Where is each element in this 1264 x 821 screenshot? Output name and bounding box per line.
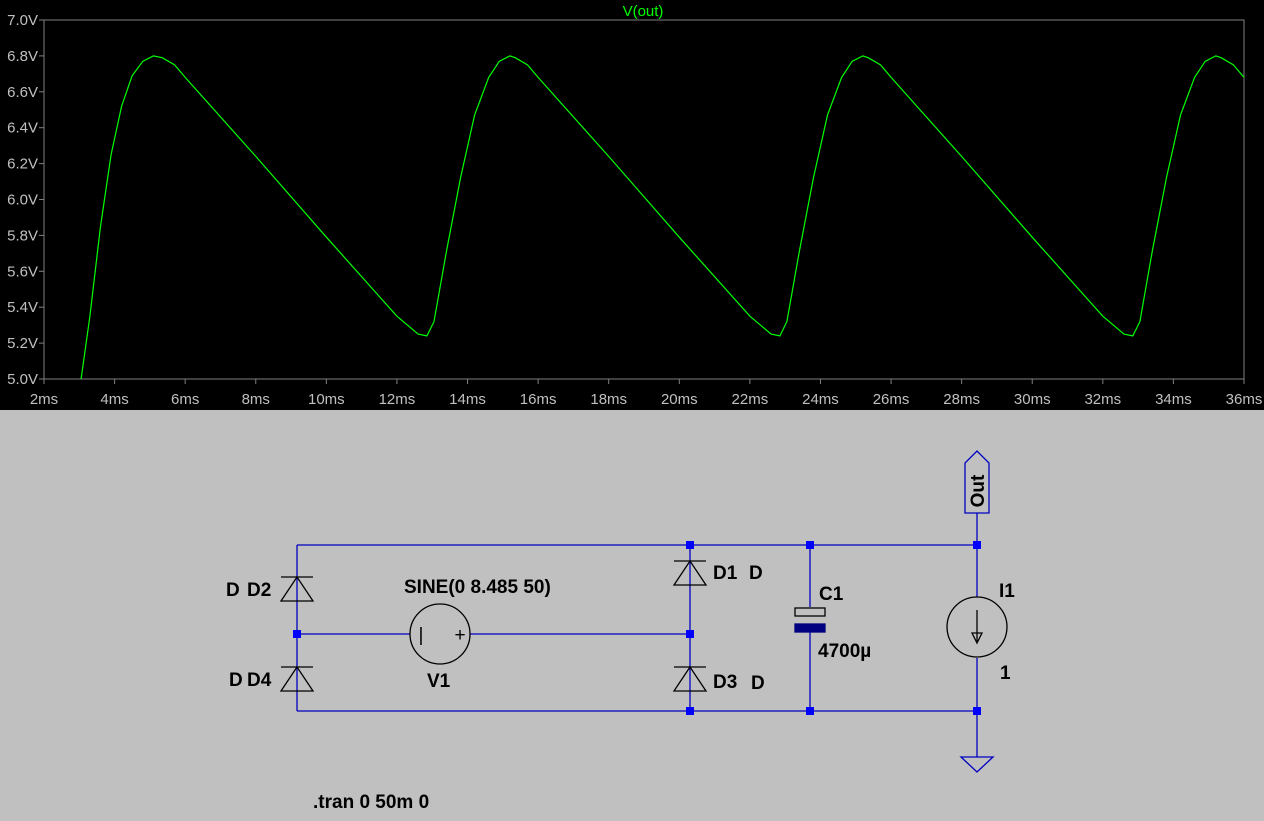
junction-dot[interactable]	[293, 630, 301, 638]
diode-d2-symbol[interactable]	[279, 575, 315, 602]
diode-d3-model-label[interactable]: D	[751, 673, 765, 694]
diode-d2-triangle[interactable]	[279, 575, 315, 602]
diode-d1-model-label[interactable]: D	[749, 563, 763, 584]
x-tick-label: 24ms	[802, 391, 839, 408]
current-source-ref-label[interactable]: I1	[999, 581, 1015, 602]
trace-layer	[80, 55, 1245, 380]
source-ref-label[interactable]: V1	[427, 671, 451, 692]
diode-d2-ref-label[interactable]: D2	[247, 580, 271, 601]
trace-title-vout[interactable]: V(out)	[623, 3, 664, 20]
arrow-down-icon	[970, 632, 984, 645]
diode-d1-triangle[interactable]	[672, 559, 708, 586]
diode-d4-symbol[interactable]	[279, 665, 315, 692]
junction-dot[interactable]	[973, 541, 981, 549]
schematic-pane[interactable]: | + Out D D2 D D4 D1 D D3 D SINE(0 8.485…	[0, 410, 1264, 821]
y-tick-label: 6.8V	[7, 48, 38, 65]
waveform-plot-pane[interactable]: V(out) 5.0V 5.2V 5.4V 5.6V 5.8V 6.0V 6.2V 6.4V 6…	[0, 0, 1264, 410]
current-source-i1-symbol[interactable]	[946, 596, 1008, 658]
x-tick-label: 12ms	[379, 391, 416, 408]
capacitor-bottom-plate[interactable]	[794, 623, 826, 633]
schematic-canvas[interactable]: | + Out D D2 D D4 D1 D D3 D SINE(0 8.485…	[0, 410, 1264, 821]
junction-dots[interactable]	[293, 541, 981, 715]
x-tick-label: 6ms	[171, 391, 199, 408]
diode-d3-triangle[interactable]	[672, 665, 708, 692]
junction-dot[interactable]	[686, 541, 694, 549]
x-tick-label: 26ms	[873, 391, 910, 408]
x-tick-label: 16ms	[520, 391, 557, 408]
plot-frame	[43, 19, 1245, 380]
x-tick-label: 2ms	[30, 391, 58, 408]
ground-icon[interactable]	[959, 756, 995, 773]
capacitor-value-label[interactable]: 4700µ	[818, 641, 871, 662]
y-tick-label: 6.0V	[7, 192, 38, 209]
x-tick-label: 22ms	[732, 391, 769, 408]
capacitor-ref-label[interactable]: C1	[819, 584, 844, 605]
junction-dot[interactable]	[806, 541, 814, 549]
trace-line-vout[interactable]	[80, 55, 1245, 380]
x-tick-label: 18ms	[590, 391, 627, 408]
y-tick-label: 5.0V	[7, 371, 38, 388]
diode-d2-model-label[interactable]: D	[226, 580, 240, 601]
x-tick-label: 14ms	[449, 391, 486, 408]
junction-dot[interactable]	[973, 707, 981, 715]
y-tick-label: 6.2V	[7, 156, 38, 173]
x-tick-label: 10ms	[308, 391, 345, 408]
junction-dot[interactable]	[686, 707, 694, 715]
y-tick-label: 6.6V	[7, 84, 38, 101]
current-source-value-label[interactable]: 1	[1000, 663, 1011, 684]
diode-d1-symbol[interactable]	[672, 559, 708, 586]
y-tick-label: 5.8V	[7, 227, 38, 244]
x-tick-label: 36ms	[1226, 391, 1263, 408]
x-tick-label: 30ms	[1014, 391, 1051, 408]
voltage-source-v1-symbol[interactable]: | +	[409, 603, 471, 665]
current-source-circle[interactable]	[946, 596, 1008, 658]
source-plus-mark: +	[454, 625, 465, 646]
x-tick-label: 34ms	[1155, 391, 1192, 408]
diode-d4-triangle[interactable]	[279, 665, 315, 692]
junction-dot[interactable]	[806, 707, 814, 715]
ground-symbol[interactable]	[959, 756, 995, 773]
plot-axes: 5.0V 5.2V 5.4V 5.6V 5.8V 6.0V 6.2V 6.4V 6.6V 6.8V…	[7, 12, 1262, 408]
spice-directive[interactable]: .tran 0 50m 0	[313, 792, 429, 813]
source-value-label[interactable]: SINE(0 8.485 50)	[404, 577, 551, 598]
x-tick-label: 32ms	[1084, 391, 1121, 408]
net-flag-icon[interactable]	[964, 450, 990, 514]
x-tick-label: 4ms	[100, 391, 128, 408]
diode-d4-ref-label[interactable]: D4	[247, 670, 272, 691]
y-tick-label: 5.2V	[7, 335, 38, 352]
diode-d4-model-label[interactable]: D	[229, 670, 243, 691]
net-label-out-text: Out	[968, 474, 989, 507]
capacitor-c1-symbol[interactable]	[794, 607, 826, 633]
y-tick-label: 7.0V	[7, 12, 38, 29]
waveform-chart[interactable]: V(out) 5.0V 5.2V 5.4V 5.6V 5.8V 6.0V 6.2V 6.4V 6…	[0, 0, 1264, 410]
y-tick-label: 5.6V	[7, 263, 38, 280]
voltage-source-circle[interactable]	[409, 603, 471, 665]
junction-dot[interactable]	[686, 630, 694, 638]
capacitor-top-plate[interactable]	[794, 607, 826, 617]
source-minus-mark: |	[419, 625, 424, 646]
x-tick-label: 28ms	[943, 391, 980, 408]
x-tick-label: 8ms	[242, 391, 270, 408]
schematic-wires[interactable]	[296, 513, 978, 757]
y-tick-label: 6.4V	[7, 120, 38, 137]
y-tick-label: 5.4V	[7, 299, 38, 316]
net-label-out[interactable]: Out	[964, 450, 990, 514]
diode-d1-ref-label[interactable]: D1	[713, 563, 738, 584]
diode-d3-symbol[interactable]	[672, 665, 708, 692]
x-tick-label: 20ms	[661, 391, 698, 408]
diode-d3-ref-label[interactable]: D3	[713, 672, 737, 693]
